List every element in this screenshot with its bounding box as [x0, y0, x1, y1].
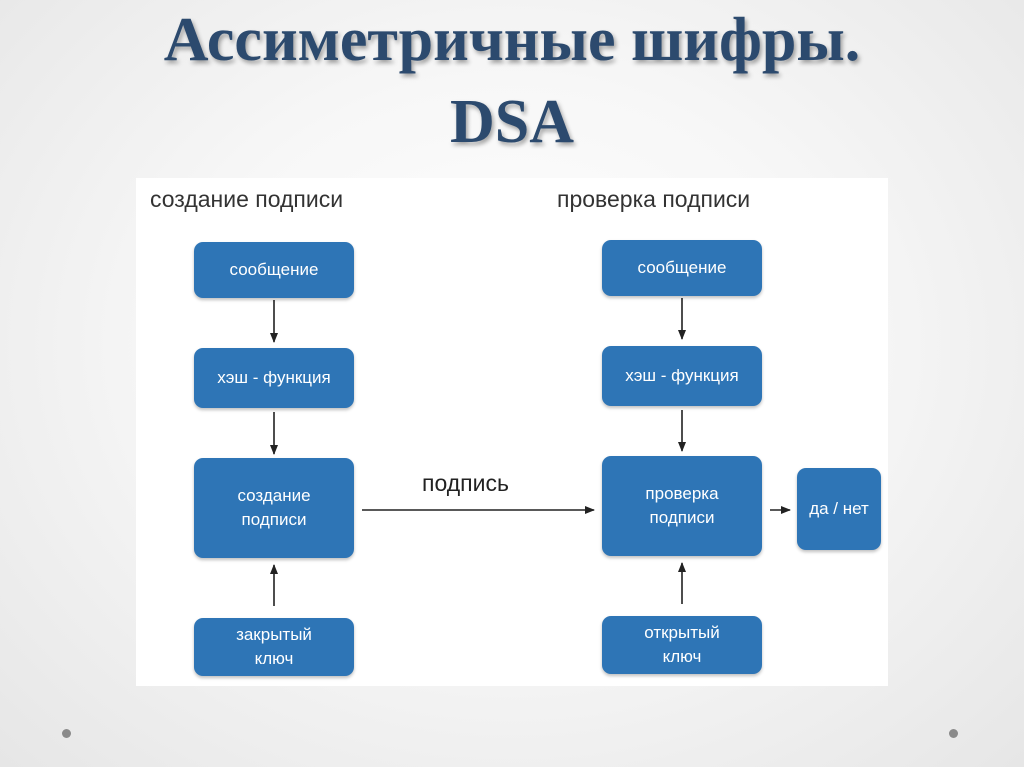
dsa-diagram: создание подписи проверка подписи сообще… — [136, 178, 888, 686]
right-bullet-dot — [949, 729, 958, 738]
verify-message-label: сообщение — [637, 258, 727, 277]
sign-hash-label: хэш - функция — [217, 368, 331, 387]
private-key-label-1: закрытый — [236, 625, 312, 644]
verify-section-heading: проверка подписи — [557, 186, 751, 212]
verify-signature-label-2: подписи — [649, 508, 715, 527]
private-key-box: закрытый ключ — [194, 618, 354, 676]
result-box: да / нет — [797, 468, 881, 550]
verify-hash-box: хэш - функция — [602, 346, 762, 406]
verify-signature-label-1: проверка — [645, 484, 719, 503]
create-signature-label-2: подписи — [241, 510, 307, 529]
public-key-label-1: открытый — [644, 623, 720, 642]
sign-section-heading: создание подписи — [150, 186, 344, 212]
private-key-label-2: ключ — [254, 649, 294, 668]
verify-signature-box: проверка подписи — [602, 456, 762, 556]
verify-hash-label: хэш - функция — [625, 366, 739, 385]
diagram-arrows — [270, 298, 791, 606]
public-key-box: открытый ключ — [602, 616, 762, 674]
verify-message-box: сообщение — [602, 240, 762, 296]
signature-edge-label: подпись — [422, 470, 509, 496]
create-signature-label-1: создание — [237, 486, 311, 505]
public-key-label-2: ключ — [662, 647, 702, 666]
sign-hash-box: хэш - функция — [194, 348, 354, 408]
slide-title-line-1: Ассиметричные шифры. — [163, 6, 861, 74]
result-label: да / нет — [809, 499, 869, 518]
sign-message-label: сообщение — [229, 260, 319, 279]
left-bullet-dot — [62, 729, 71, 738]
slide-title-line-2: DSA — [449, 88, 575, 156]
sign-message-box: сообщение — [194, 242, 354, 298]
create-signature-box: создание подписи — [194, 458, 354, 558]
